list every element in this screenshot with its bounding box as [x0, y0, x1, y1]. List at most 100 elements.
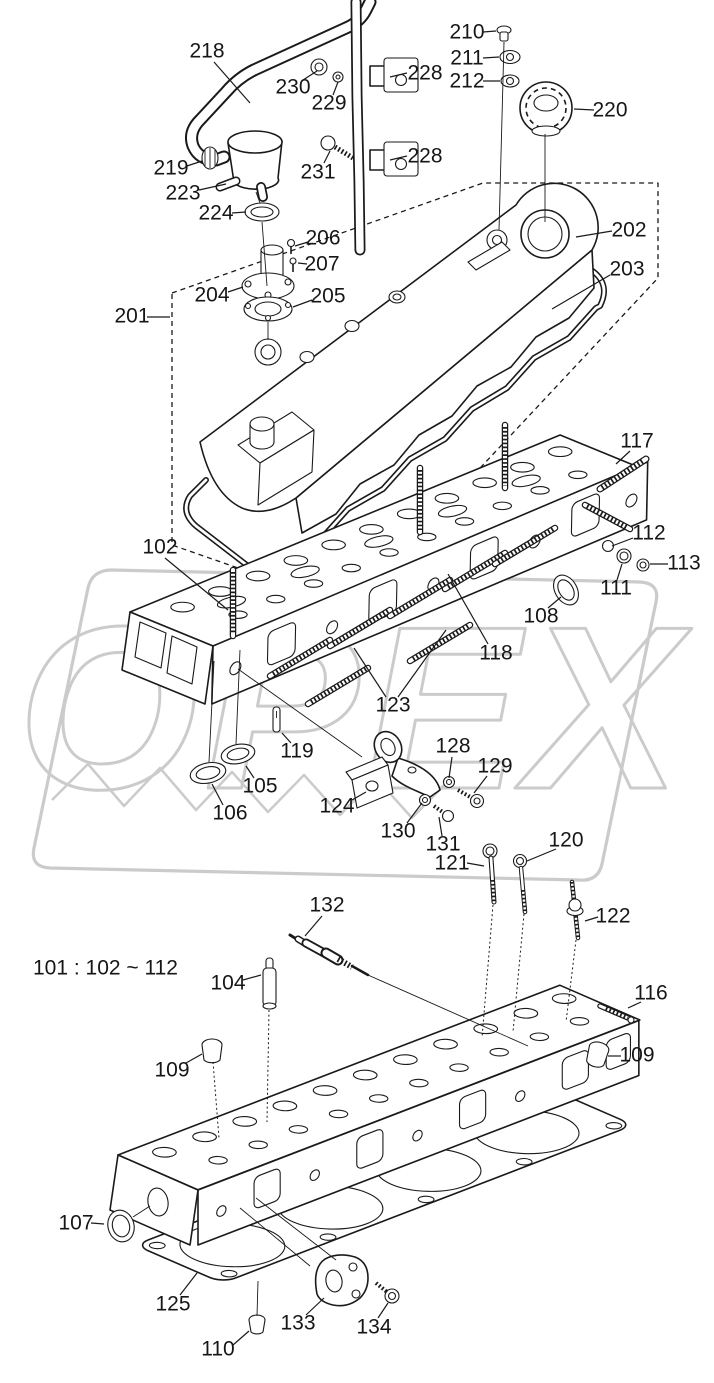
part-label-228b: 228	[407, 145, 442, 168]
part-label-132: 132	[309, 894, 344, 917]
bolt-131	[432, 804, 455, 823]
washer-229-bore	[335, 74, 341, 80]
part-label-104: 104	[210, 972, 245, 995]
part-label-133: 133	[280, 1312, 315, 1335]
part-label-205: 205	[310, 285, 345, 308]
align-110	[256, 1280, 259, 1317]
cap-111	[616, 548, 632, 564]
align-109	[212, 1061, 220, 1139]
head-left-end	[121, 611, 214, 705]
valve-cover-assembly	[183, 0, 607, 572]
part-label-223: 223	[165, 182, 200, 205]
bolt-120	[512, 853, 528, 915]
oil-pipe	[350, 0, 366, 256]
part-label-116: 116	[634, 982, 667, 1005]
head-top-face	[130, 435, 643, 646]
cylinder-head-upper-view	[121, 421, 650, 823]
stud-117	[596, 455, 650, 493]
breather-boss-bore	[260, 344, 276, 360]
valve-cover-end-block	[237, 411, 315, 506]
part-label-120: 120	[548, 829, 583, 852]
cover-plate-133	[314, 1254, 369, 1307]
part-label-207: 207	[304, 253, 339, 276]
cap-113	[636, 558, 650, 572]
part-label-210: 210	[449, 21, 484, 44]
seal-107	[107, 1209, 135, 1243]
part-label-128: 128	[435, 735, 470, 758]
part-label-203: 203	[609, 258, 644, 281]
part-label-220: 220	[592, 99, 627, 122]
seal-ring-106	[189, 761, 227, 785]
part-label-206: 206	[305, 227, 340, 250]
ring-112	[601, 539, 615, 553]
grommet-211	[499, 49, 521, 65]
oil-filler-neck-bore	[527, 216, 563, 252]
head-studs-diagonal	[266, 501, 634, 708]
align-120	[512, 913, 525, 1033]
part-label-204: 204	[194, 284, 229, 307]
part-label-106: 106	[212, 802, 247, 825]
part-label-123: 123	[375, 694, 410, 717]
cylinder-head-lower-view	[107, 843, 640, 1335]
part-label-231: 231	[300, 161, 335, 184]
part-label-110: 110	[201, 1338, 234, 1361]
part-label-112: 112	[632, 522, 665, 545]
align-133-b	[255, 1197, 337, 1261]
part-label-229: 229	[311, 92, 346, 115]
align-107	[132, 1205, 151, 1218]
seal-ring-105	[220, 743, 256, 765]
nut-230-bore	[314, 62, 324, 72]
washer-128	[442, 775, 456, 789]
washer-130	[418, 793, 432, 807]
part-label-201: 201	[114, 305, 149, 328]
breather-valve-204	[241, 244, 295, 300]
bolt-121	[482, 843, 498, 905]
bolt-231	[320, 135, 355, 161]
screw-206	[286, 238, 296, 254]
part-label-202: 202	[611, 219, 646, 242]
part-label-note: 101 : 102 ~ 112	[33, 957, 178, 980]
part-label-117: 117	[620, 430, 653, 453]
breather-cup-223	[215, 130, 283, 202]
hose-clamp-219	[201, 146, 219, 170]
part-label-131: 131	[425, 833, 460, 856]
bolt-134	[374, 1281, 400, 1304]
stud-122	[566, 879, 584, 941]
valve-guide-104	[262, 957, 277, 1010]
lower-head-front-face	[198, 1021, 639, 1245]
part-label-212: 212	[449, 70, 484, 93]
cup-plug-109-right	[586, 1041, 610, 1068]
bolt-129	[457, 788, 485, 809]
align-104	[266, 1009, 270, 1123]
glow-plug-132	[288, 933, 529, 1047]
align-133-a	[239, 1207, 311, 1267]
cover-slot	[467, 241, 511, 271]
grommet-212	[500, 74, 520, 88]
part-label-105: 105	[242, 775, 277, 798]
align-106	[208, 660, 215, 763]
align-105	[235, 649, 241, 745]
part-label-211: 211	[450, 47, 483, 70]
part-label-102: 102	[142, 536, 177, 559]
leader-lines	[90, 30, 668, 1346]
align-210-cover	[498, 41, 505, 231]
watermark-border	[31, 568, 659, 882]
stud-116	[597, 1003, 635, 1024]
part-label-129: 129	[477, 755, 512, 778]
part-label-109a: 109	[154, 1059, 189, 1082]
part-label-218: 218	[189, 40, 224, 63]
part-label-230: 230	[275, 76, 310, 99]
lifting-bracket-124	[345, 730, 441, 809]
pin-207	[289, 257, 297, 272]
part-label-121: 121	[434, 852, 469, 875]
align-224-204	[261, 221, 268, 287]
align-124-mount	[237, 668, 363, 758]
part-label-134: 134	[356, 1316, 391, 1339]
cover-oval-2	[344, 319, 360, 333]
part-label-228a: 228	[407, 62, 442, 85]
part-label-122: 122	[595, 905, 630, 928]
valve-cover-side	[295, 249, 595, 534]
